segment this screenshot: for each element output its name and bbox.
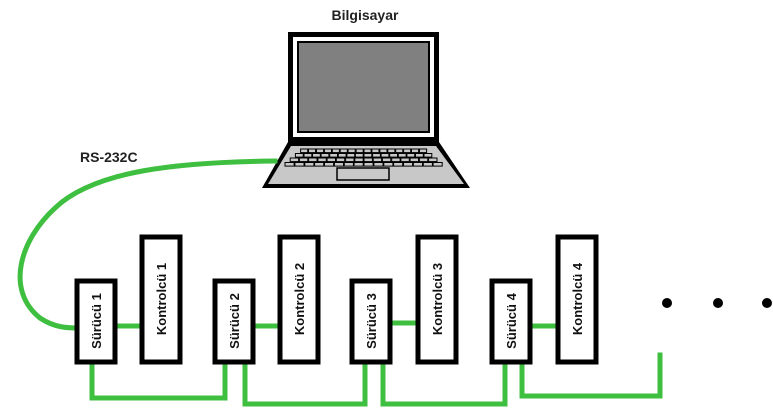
bus-wire-2-3: [242, 359, 368, 407]
keyboard-key: [403, 162, 414, 167]
keyboard-key: [406, 153, 416, 158]
driver-box-2: [212, 278, 256, 365]
keyboard-key: [353, 162, 364, 167]
unit-1: Sürücü 1 Kontrolcü 1: [74, 234, 183, 365]
keyboard-key: [409, 157, 420, 163]
keyboard-key: [284, 162, 295, 167]
keyboard-key: [395, 148, 404, 154]
unit-2: Sürücü 2 Kontrolcü 2: [212, 234, 321, 365]
rs232c-cable: [17, 158, 278, 331]
controller-label-1: Kontrolcü 1: [154, 263, 169, 335]
keyboard-key: [372, 157, 383, 163]
keyboard-key: [383, 162, 394, 167]
keyboard-key: [381, 157, 392, 163]
keyboard-key: [372, 153, 381, 158]
keyboard-key: [387, 148, 396, 154]
keyboard-key: [337, 153, 347, 158]
keyboard-key: [331, 148, 340, 154]
cable-label: RS-232C: [80, 149, 138, 165]
keyboard-key: [314, 162, 325, 167]
keyboard-key: [380, 153, 390, 158]
keyboard-key: [412, 162, 423, 167]
bus-wire-3-4: [380, 359, 508, 407]
keyboard-key: [355, 148, 364, 154]
keyboard-key: [317, 157, 327, 163]
unit-4: Sürücü 4 Kontrolcü 4: [489, 234, 599, 365]
bus-wire-1-2: [89, 359, 228, 401]
keyboard-key: [354, 153, 364, 158]
keyboard-key: [324, 162, 335, 167]
keyboard-key: [320, 153, 330, 158]
computer-label: Bilgisayar: [332, 7, 399, 23]
keyboard-key: [339, 148, 348, 154]
keyboard-key: [300, 148, 309, 154]
keyboard-key: [400, 157, 410, 163]
keyboard-key: [422, 162, 433, 167]
keyboard-key: [363, 162, 374, 167]
keyboard-key: [432, 162, 443, 167]
controller-label-4: Kontrolcü 4: [570, 262, 585, 335]
controller-label-2: Kontrolcü 2: [292, 263, 307, 335]
keyboard-key: [428, 157, 438, 163]
keyboard-key: [347, 148, 356, 154]
controller-box-2: [277, 234, 321, 365]
keyboard-key: [335, 157, 346, 163]
keyboard-key: [363, 157, 373, 163]
keyboard-key: [423, 153, 433, 158]
driver-box-4: [489, 278, 533, 365]
keyboard-key: [371, 148, 380, 154]
keyboard-key: [363, 148, 372, 154]
bus-wire-4-out: [519, 352, 663, 399]
keyboard-key: [419, 148, 428, 154]
laptop-icon: [262, 32, 470, 188]
keyboard-key: [304, 162, 315, 167]
controller-box-1: [139, 234, 183, 365]
driver-box-1: [74, 278, 118, 365]
unit-3: Sürücü 3 Kontrolcü 3: [349, 234, 459, 365]
keyboard-key: [308, 157, 318, 163]
keyboard-key: [397, 153, 407, 158]
keyboard-key: [294, 153, 304, 158]
keyboard-key: [312, 153, 321, 158]
keyboard-key: [303, 153, 313, 158]
controller-label-3: Kontrolcü 3: [430, 263, 445, 335]
driver-label-1: Sürücü 1: [89, 293, 104, 349]
ellipsis-dot-2: [713, 298, 723, 308]
keyboard-key: [294, 162, 305, 167]
keyboard-key: [389, 153, 399, 158]
keyboard-key: [289, 157, 300, 163]
controller-box-3: [415, 234, 459, 365]
ellipsis-dot-1: [662, 298, 672, 308]
keyboard-key: [346, 153, 356, 158]
keyboard-key: [333, 162, 344, 167]
keyboard-key: [363, 153, 373, 158]
keyboard-key: [393, 162, 404, 167]
keyboard-key: [329, 153, 339, 158]
controller-box-4: [555, 234, 599, 365]
keyboard-key: [354, 157, 364, 163]
keyboard-key: [418, 157, 429, 163]
driver-label-2: Sürücü 2: [227, 293, 242, 349]
keyboard-key: [391, 157, 401, 163]
keyboard-key: [323, 148, 332, 154]
keyboard-key: [345, 157, 355, 163]
keyboard-key: [379, 148, 388, 154]
keyboard-key: [343, 162, 354, 167]
driver-box-3: [349, 278, 393, 365]
keyboard-key: [316, 148, 325, 154]
driver-label-4: Sürücü 4: [504, 292, 519, 348]
keyboard-key: [411, 148, 420, 154]
keyboard-key: [298, 157, 309, 163]
driver-label-3: Sürücü 3: [364, 293, 379, 349]
ellipsis-dot-3: [762, 298, 772, 308]
keyboard-key: [373, 162, 384, 167]
keyboard-key: [326, 157, 337, 163]
continuation-ellipsis: [662, 298, 772, 308]
keyboard-key: [308, 148, 317, 154]
keyboard-key: [415, 153, 424, 158]
keyboard-key: [403, 148, 412, 154]
